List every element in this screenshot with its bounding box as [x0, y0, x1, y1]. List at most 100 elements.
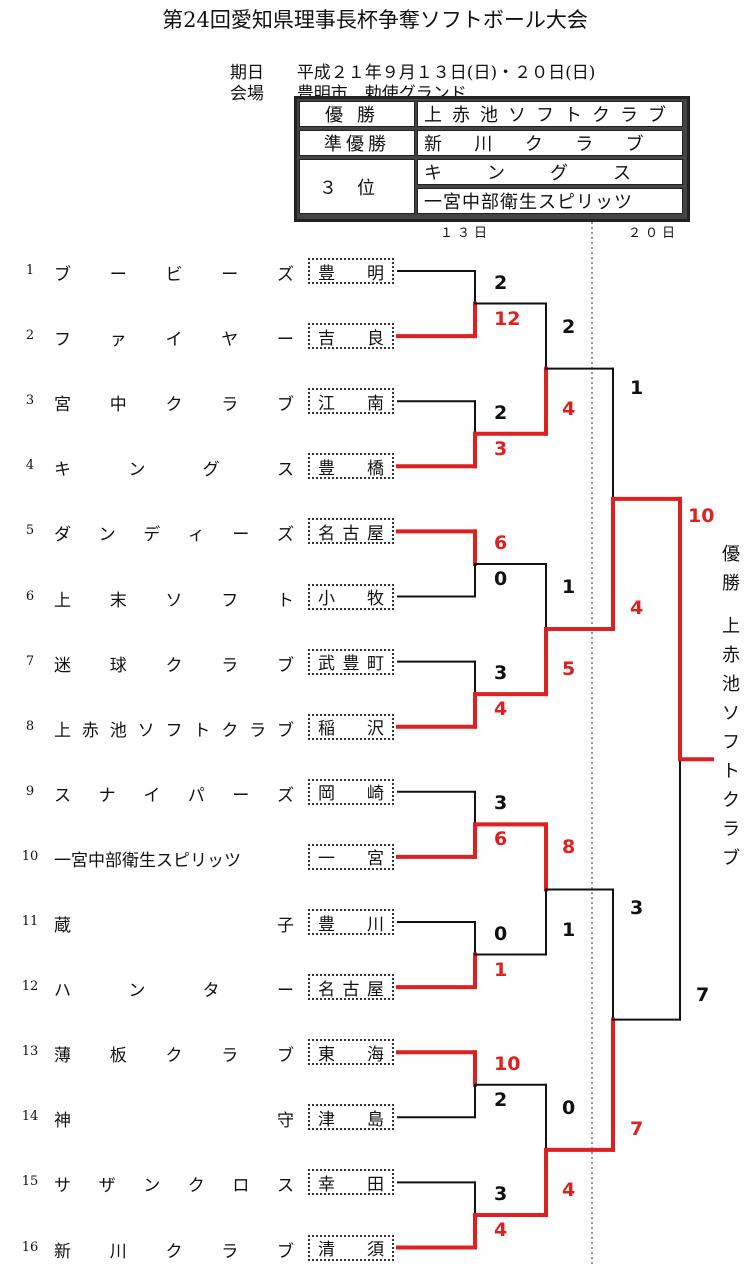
team-city: 豊明 — [308, 258, 394, 284]
team-name-char: 薄 — [54, 1046, 71, 1067]
team-city-char: 須 — [367, 1240, 384, 1260]
team-city-char: 名 — [318, 979, 335, 1000]
round1-score-top: 6 — [494, 531, 508, 554]
runner-up-text-char: ラ — [575, 134, 594, 155]
round2-score-top: 0 — [562, 1096, 576, 1119]
team-city-char: 川 — [367, 914, 384, 935]
schedule-label: 期日 — [230, 63, 264, 83]
team-name-char: ズ — [276, 525, 294, 546]
day-label-1: １３日 — [440, 226, 492, 241]
third-1-text-char: ス — [613, 163, 631, 184]
round2-score-top: 2 — [562, 315, 576, 338]
team-name-char: 上 — [54, 590, 71, 611]
team-name-char: ブ — [277, 655, 294, 676]
team-city-char: 武 — [318, 654, 335, 675]
round1-score-bottom: 0 — [494, 567, 508, 590]
round1-score-top: 3 — [494, 662, 508, 685]
team-name-char: ス — [276, 460, 294, 481]
team-city-char: 明 — [367, 263, 384, 284]
team-number: 6 — [25, 588, 35, 604]
team-city-char: 屋 — [367, 979, 384, 1000]
team-name: 神守 — [54, 1106, 294, 1131]
team-name-char: 赤 — [81, 720, 99, 741]
team-name-char: ブ — [277, 395, 294, 416]
team-city: 豊橋 — [308, 453, 394, 480]
runner-up-text-char: 新 — [424, 134, 442, 155]
team-city-char: 一 — [318, 849, 335, 870]
champion-text-char: フ — [536, 105, 554, 126]
team-name-char: デ — [143, 525, 161, 546]
champion-text-char: ブ — [648, 105, 666, 126]
team-name-char: ー — [232, 525, 250, 546]
team-city-char: 町 — [367, 654, 384, 675]
champion-text-char: ラ — [620, 105, 638, 126]
team-name-char: ズ — [277, 265, 294, 285]
round1-score-top: 2 — [494, 271, 508, 294]
team-number: 13 — [21, 1044, 39, 1060]
champion-vertical-char: 上 — [722, 616, 740, 637]
team-city-char: 屋 — [367, 523, 384, 544]
team-name-char: ー — [109, 265, 127, 285]
team-name-char: ン — [128, 981, 146, 1002]
team-city: 東海 — [308, 1039, 394, 1066]
team-name-char: ラ — [221, 1046, 239, 1067]
runner-up-text-char: ク — [524, 134, 543, 155]
champion-vertical-team: 上赤池ソフトクラブ — [718, 612, 744, 873]
team-city-char: 豊 — [318, 914, 335, 935]
team-city: 江南 — [308, 388, 394, 415]
team-city-char: 島 — [367, 1109, 384, 1130]
round2-score-top: 8 — [562, 836, 576, 859]
team-name-char: ツ — [224, 850, 241, 871]
team-name-char: 部 — [105, 850, 122, 871]
team-name-char: ブ — [54, 265, 71, 285]
team-city-char: 江 — [318, 393, 335, 414]
team-name-char: ク — [165, 1241, 183, 1262]
champion-vertical-char: ラ — [722, 819, 740, 840]
team-name-char: フ — [165, 720, 183, 741]
team-name-char: 末 — [109, 590, 127, 611]
team-name: キングス — [54, 455, 294, 480]
round2-score-top: 1 — [562, 575, 576, 598]
team-name-char: ク — [221, 720, 239, 741]
team-city-char: 田 — [367, 1174, 384, 1195]
runner-up-label: 準優勝 — [299, 130, 415, 156]
semi-score-top: 3 — [630, 897, 644, 920]
team-name-char: ヤ — [221, 330, 239, 351]
semi-score-top: 1 — [630, 376, 644, 399]
champion-label: 優勝 — [299, 101, 415, 127]
round1-score-bottom: 2 — [494, 1088, 508, 1111]
team-city-char: 豊 — [318, 263, 335, 284]
team-name: サザンクロス — [54, 1171, 294, 1196]
team-name: 迷球クラブ — [54, 651, 294, 676]
round2-score-bottom: 4 — [562, 397, 576, 420]
team-name-char: ッ — [207, 850, 224, 871]
team-name-char: ブ — [277, 720, 294, 741]
team-name-char: ダ — [54, 525, 71, 546]
team-number: 15 — [21, 1174, 39, 1190]
team-city-char: 豊 — [342, 654, 360, 675]
team-number: 5 — [25, 523, 35, 539]
page-title: 第24回愛知県理事長杯争奪ソフトボール大会 — [162, 8, 588, 32]
team-city-char: 沢 — [367, 719, 384, 740]
final-score-bottom: 7 — [696, 983, 710, 1006]
team-city-char: 稲 — [318, 719, 335, 740]
team-city-char: 南 — [367, 393, 384, 414]
team-name-char: ト — [193, 720, 211, 741]
team-name: 上末ソフト — [54, 586, 294, 611]
team-city-char: 津 — [318, 1109, 335, 1130]
team-name: ファイヤー — [54, 325, 294, 350]
champion-vertical-char: 赤 — [722, 645, 740, 666]
team-number: 11 — [21, 914, 39, 929]
team-name-char: ァ — [109, 330, 127, 351]
team-name-char: ラ — [221, 395, 239, 416]
champion-vertical-char: ブ — [722, 848, 740, 869]
runner-up-text-char: 川 — [474, 134, 493, 155]
round1-score-top: 3 — [494, 1182, 508, 1205]
team-name-char: ス — [276, 1176, 294, 1197]
champion-vertical-char: フ — [722, 732, 740, 753]
champion-vertical-label: 優勝 — [722, 544, 740, 594]
team-name-char: ソ — [137, 720, 155, 741]
team-name-char: ク — [187, 1176, 205, 1197]
team-number: 12 — [21, 979, 39, 995]
team-name-char: グ — [202, 460, 220, 481]
